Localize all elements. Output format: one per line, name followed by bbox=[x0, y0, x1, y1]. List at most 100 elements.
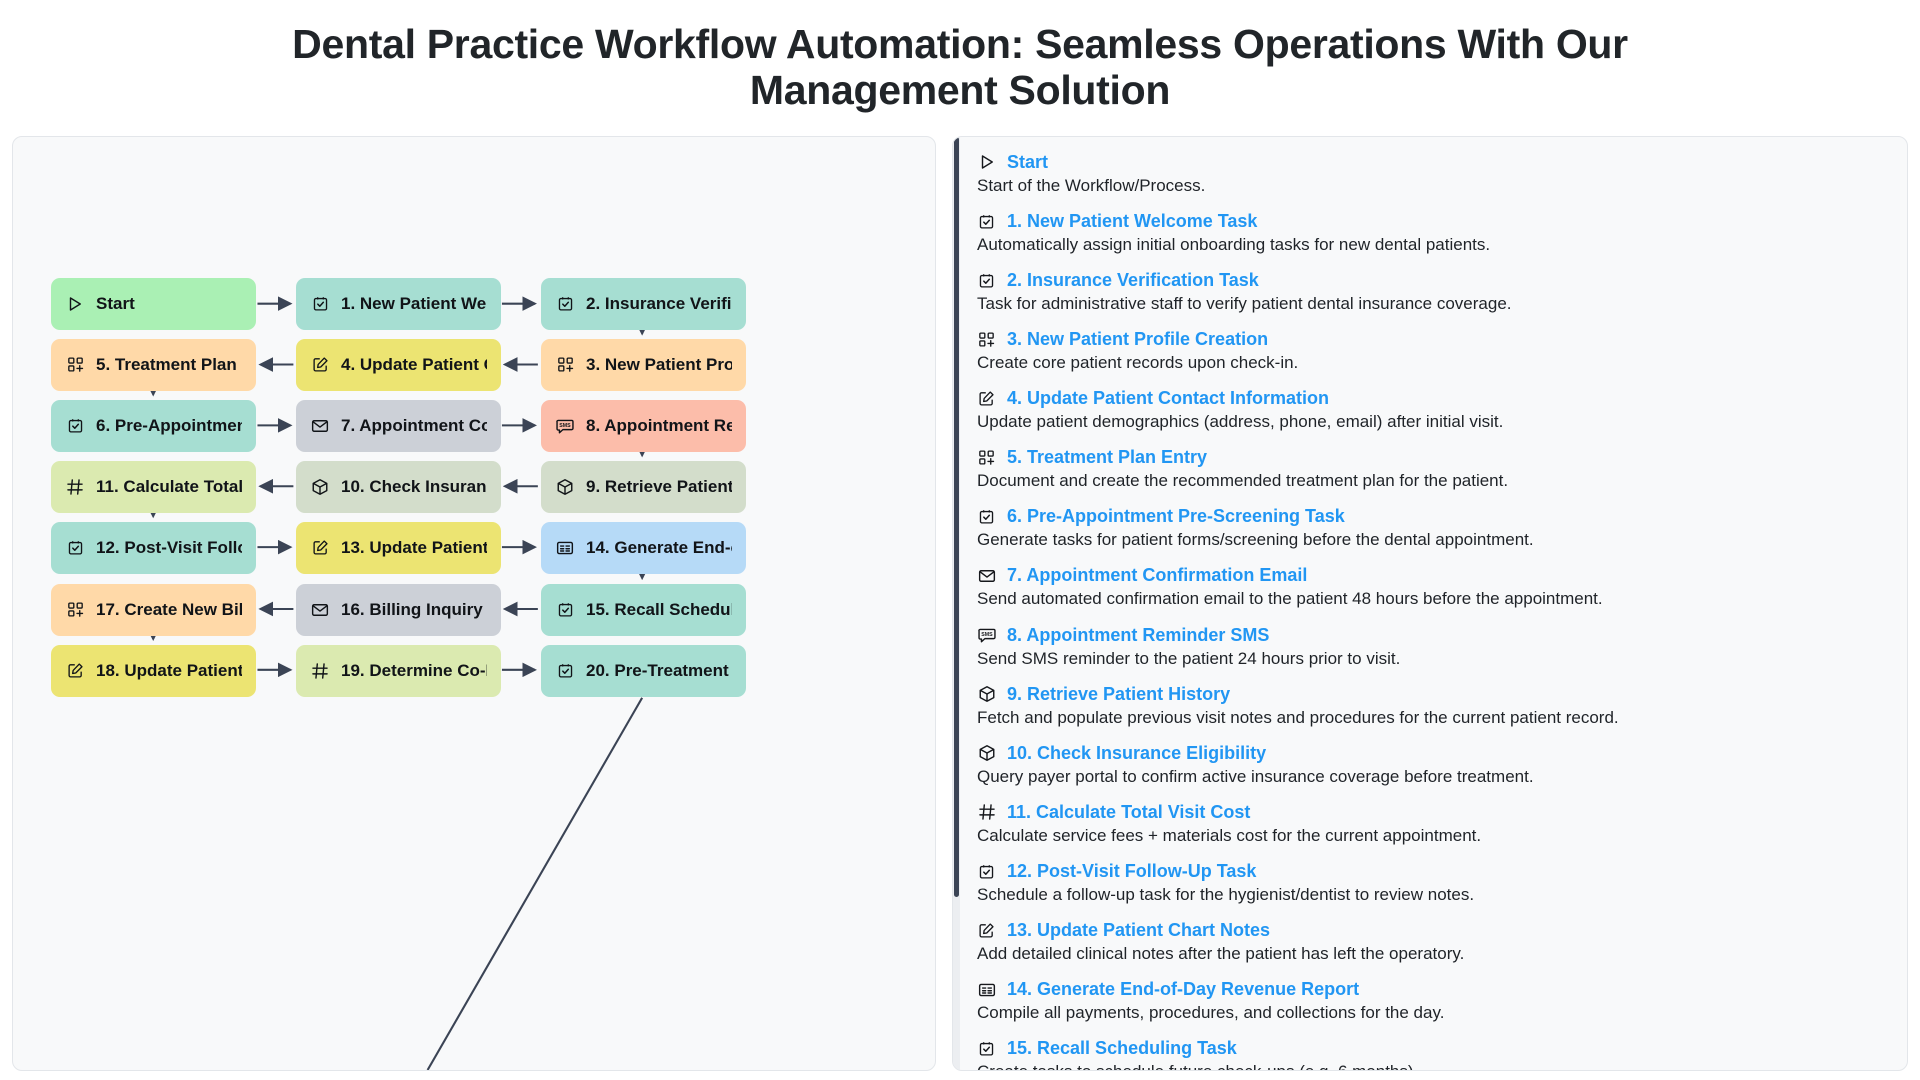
cube-icon bbox=[310, 477, 330, 497]
legend-item-header: 7. Appointment Confirmation Email bbox=[977, 565, 1887, 586]
workflow-node-n20[interactable]: 20. Pre-Treatment Consent bbox=[541, 644, 746, 697]
report-icon bbox=[977, 980, 996, 999]
workflow-node-label: 4. Update Patient Contact Information bbox=[341, 354, 487, 374]
legend-item-description: Task for administrative staff to verify … bbox=[977, 294, 1512, 313]
legend-item-title: 14. Generate End-of-Day Revenue Report bbox=[1007, 979, 1360, 1000]
workflow-node-n12[interactable]: 12. Post-Visit Follow-Up Task bbox=[51, 521, 256, 574]
workflow-node-label: 15. Recall Scheduling Task bbox=[586, 599, 732, 619]
legend-item-header: 2. Insurance Verification Task bbox=[977, 270, 1887, 291]
pencil-square-icon bbox=[977, 921, 996, 940]
legend-item-description: Fetch and populate previous visit notes … bbox=[977, 707, 1619, 727]
legend-item-title: 13. Update Patient Chart Notes bbox=[1007, 920, 1271, 941]
legend-scrollbar-thumb[interactable] bbox=[954, 136, 959, 897]
legend-item-description: Schedule a follow-up task for the hygien… bbox=[977, 884, 1475, 904]
workflow-node-n1[interactable]: 1. New Patient Welcome Task bbox=[296, 277, 501, 330]
workflow-node-n8[interactable]: SMS 8. Appointment Reminder SMS bbox=[541, 399, 746, 452]
workflow-node-n19[interactable]: 19. Determine Co-Pay Due bbox=[296, 644, 501, 697]
legend-item-description: Query payer portal to confirm active ins… bbox=[977, 766, 1534, 786]
envelope-icon bbox=[977, 566, 996, 585]
workflow-node-label: 18. Update Patient Status bbox=[96, 660, 242, 680]
workflow-node-n4[interactable]: 4. Update Patient Contact Information bbox=[296, 338, 501, 391]
cube-icon bbox=[977, 744, 996, 763]
legend-item-title: 10. Check Insurance Eligibility bbox=[1007, 742, 1267, 763]
legend-item-header: 11. Calculate Total Visit Cost bbox=[977, 802, 1887, 823]
task-check-icon bbox=[555, 661, 575, 681]
legend-item-title: 3. New Patient Profile Creation bbox=[1007, 329, 1269, 350]
workflow-node-label: 8. Appointment Reminder SMS bbox=[586, 415, 732, 435]
task-check-icon bbox=[555, 294, 575, 314]
legend-item-description: Automatically assign initial onboarding … bbox=[977, 234, 1491, 254]
workflow-node-start[interactable]: Start bbox=[51, 277, 256, 330]
legend-item-header: Start bbox=[977, 152, 1887, 173]
cube-icon bbox=[977, 685, 996, 704]
legend-item-description: Add detailed clinical notes after the pa… bbox=[977, 944, 1465, 964]
legend-item-title: 11. Calculate Total Visit Cost bbox=[1007, 801, 1251, 822]
sms-bubble-icon: SMS bbox=[555, 416, 575, 436]
legend-item[interactable]: 15. Recall Scheduling TaskCreate tasks t… bbox=[977, 1038, 1887, 1070]
legend-item-description: Calculate service fees + materials cost … bbox=[977, 825, 1482, 845]
legend-item-header: 14. Generate End-of-Day Revenue Report bbox=[977, 979, 1887, 1000]
legend-item-description: Update patient demographics (address, ph… bbox=[977, 412, 1504, 432]
svg-text:SMS: SMS bbox=[559, 423, 571, 429]
workflow-node-n2[interactable]: 2. Insurance Verification Task bbox=[541, 277, 746, 330]
workflow-node-n13[interactable]: 13. Update Patient Chart Notes bbox=[296, 521, 501, 574]
workflow-node-n17[interactable]: 17. Create New Billing Account bbox=[51, 583, 256, 636]
task-check-icon bbox=[977, 862, 996, 881]
workflow-canvas[interactable]: Start 1. New Patient Welcome Task 2. Insur… bbox=[13, 137, 935, 1070]
pencil-square-icon bbox=[65, 661, 85, 681]
legend-item-title: 1. New Patient Welcome Task bbox=[1007, 210, 1258, 231]
play-icon bbox=[65, 294, 85, 314]
workflow-node-n5[interactable]: 5. Treatment Plan Entry bbox=[51, 338, 256, 391]
workflow-node-n11[interactable]: 11. Calculate Total Visit Cost bbox=[51, 460, 256, 513]
cube-icon bbox=[555, 477, 575, 497]
workflow-node-label: 19. Determine Co-Pay Due bbox=[341, 660, 487, 680]
workflow-node-label: 12. Post-Visit Follow-Up Task bbox=[96, 537, 242, 557]
workflow-node-n10[interactable]: 10. Check Insurance Eligibility bbox=[296, 460, 501, 513]
app-add-icon bbox=[65, 355, 85, 375]
legend-item-description: Create tasks to schedule future check-up… bbox=[977, 1061, 1887, 1070]
envelope-icon bbox=[310, 416, 330, 436]
task-check-icon bbox=[977, 271, 996, 290]
workflow-node-n9[interactable]: 9. Retrieve Patient History bbox=[541, 460, 746, 513]
calculator-icon bbox=[977, 803, 996, 822]
workflow-node-n3[interactable]: 3. New Patient Profile Creation bbox=[541, 338, 746, 391]
legend-item-title: 2. Insurance Verification Task bbox=[1007, 270, 1259, 290]
workflow-node-n15[interactable]: 15. Recall Scheduling Task bbox=[541, 583, 746, 636]
workflow-node-label: 17. Create New Billing Account bbox=[96, 599, 242, 619]
workflow-node-n7[interactable]: 7. Appointment Confirmation Email bbox=[296, 399, 501, 452]
workflow-node-label: Start bbox=[96, 293, 135, 313]
workflow-node-n6[interactable]: 6. Pre-Appointment Pre-Screening Task bbox=[51, 399, 256, 452]
workflow-node-n14[interactable]: 14. Generate End-of-Day Revenue Report bbox=[541, 521, 746, 574]
legend-item-title: 12. Post-Visit Follow-Up Task bbox=[1007, 860, 1257, 881]
workflow-node-n18[interactable]: 18. Update Patient Status bbox=[51, 644, 256, 697]
legend-item-header: 5. Treatment Plan Entry bbox=[977, 447, 1887, 468]
legend-scrollbar-track[interactable] bbox=[953, 136, 960, 1070]
calculator-icon bbox=[65, 477, 85, 497]
legend-item-description: Compile all payments, procedures, and co… bbox=[977, 1003, 1445, 1023]
task-check-icon bbox=[65, 538, 85, 558]
workflow-diagram-panel[interactable]: Start 1. New Patient Welcome Task 2. Insur… bbox=[12, 135, 936, 1071]
report-icon bbox=[555, 538, 575, 558]
workflow-node-label: 11. Calculate Total Visit Cost bbox=[96, 476, 242, 496]
app-add-icon bbox=[977, 330, 996, 349]
workflow-node-label: 6. Pre-Appointment Pre-Screening Task bbox=[96, 415, 242, 435]
workflow-node-n16[interactable]: 16. Billing Inquiry Auto-Response bbox=[296, 583, 501, 636]
legend-item-description: Generate tasks for patient forms/screeni… bbox=[977, 530, 1534, 550]
